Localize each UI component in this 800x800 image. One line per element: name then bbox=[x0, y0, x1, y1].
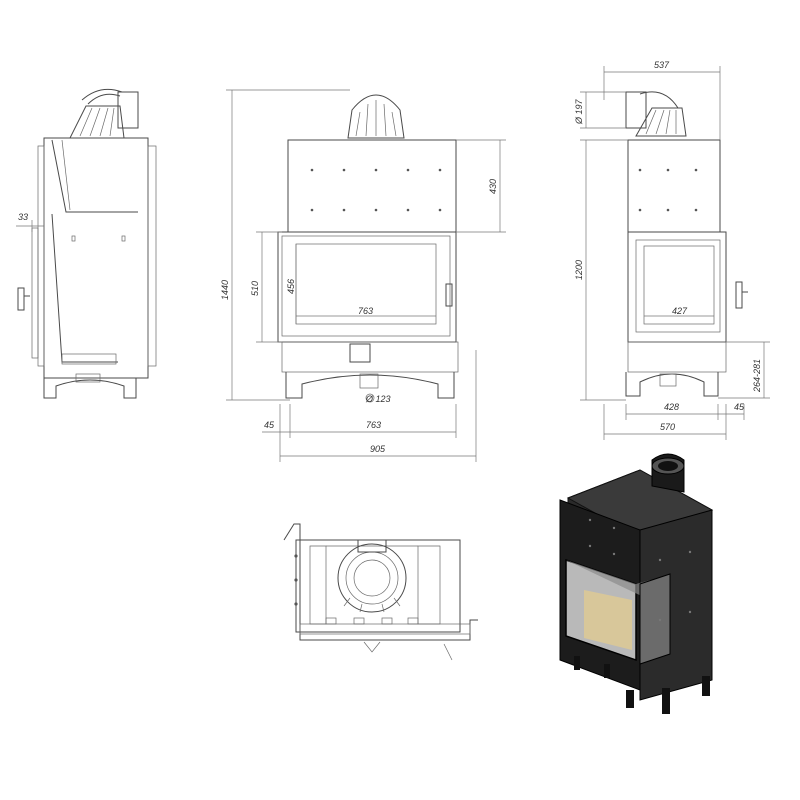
dim-right-glass-width: 427 bbox=[672, 306, 688, 316]
dim-right-top-width: 537 bbox=[654, 60, 670, 70]
dim-front-base-width: 763 bbox=[366, 420, 381, 430]
side-view: 33 bbox=[16, 88, 157, 399]
dim-side-offset: 33 bbox=[18, 212, 28, 222]
dim-right-flue-diameter: Ø 197 bbox=[574, 98, 584, 125]
dim-right-total-width: 570 bbox=[660, 422, 675, 432]
dim-right-offset: 45 bbox=[734, 402, 745, 412]
dim-right-leg-range: 264-281 bbox=[752, 359, 762, 393]
dim-front-door-height: 510 bbox=[250, 281, 260, 296]
dim-front-total-height: 1440 bbox=[220, 280, 230, 300]
dim-front-offset: 45 bbox=[264, 420, 275, 430]
right-side-view: 537 Ø 197 1200 427 264-281 428 45 570 bbox=[574, 60, 770, 440]
dim-front-total-width: 905 bbox=[370, 444, 386, 454]
dim-front-glass-height: 456 bbox=[286, 279, 296, 294]
isometric-view bbox=[559, 453, 714, 714]
dim-right-total-height: 1200 bbox=[574, 260, 584, 280]
dim-front-outlet-diameter: Ø 123 bbox=[365, 394, 391, 404]
dim-front-glass-width: 763 bbox=[358, 306, 373, 316]
front-view: 1440 510 456 430 763 Ø 123 45 763 905 bbox=[220, 89, 506, 462]
dim-right-base-width: 428 bbox=[664, 402, 679, 412]
dim-front-hood-height: 430 bbox=[488, 179, 498, 194]
top-view bbox=[283, 523, 478, 661]
